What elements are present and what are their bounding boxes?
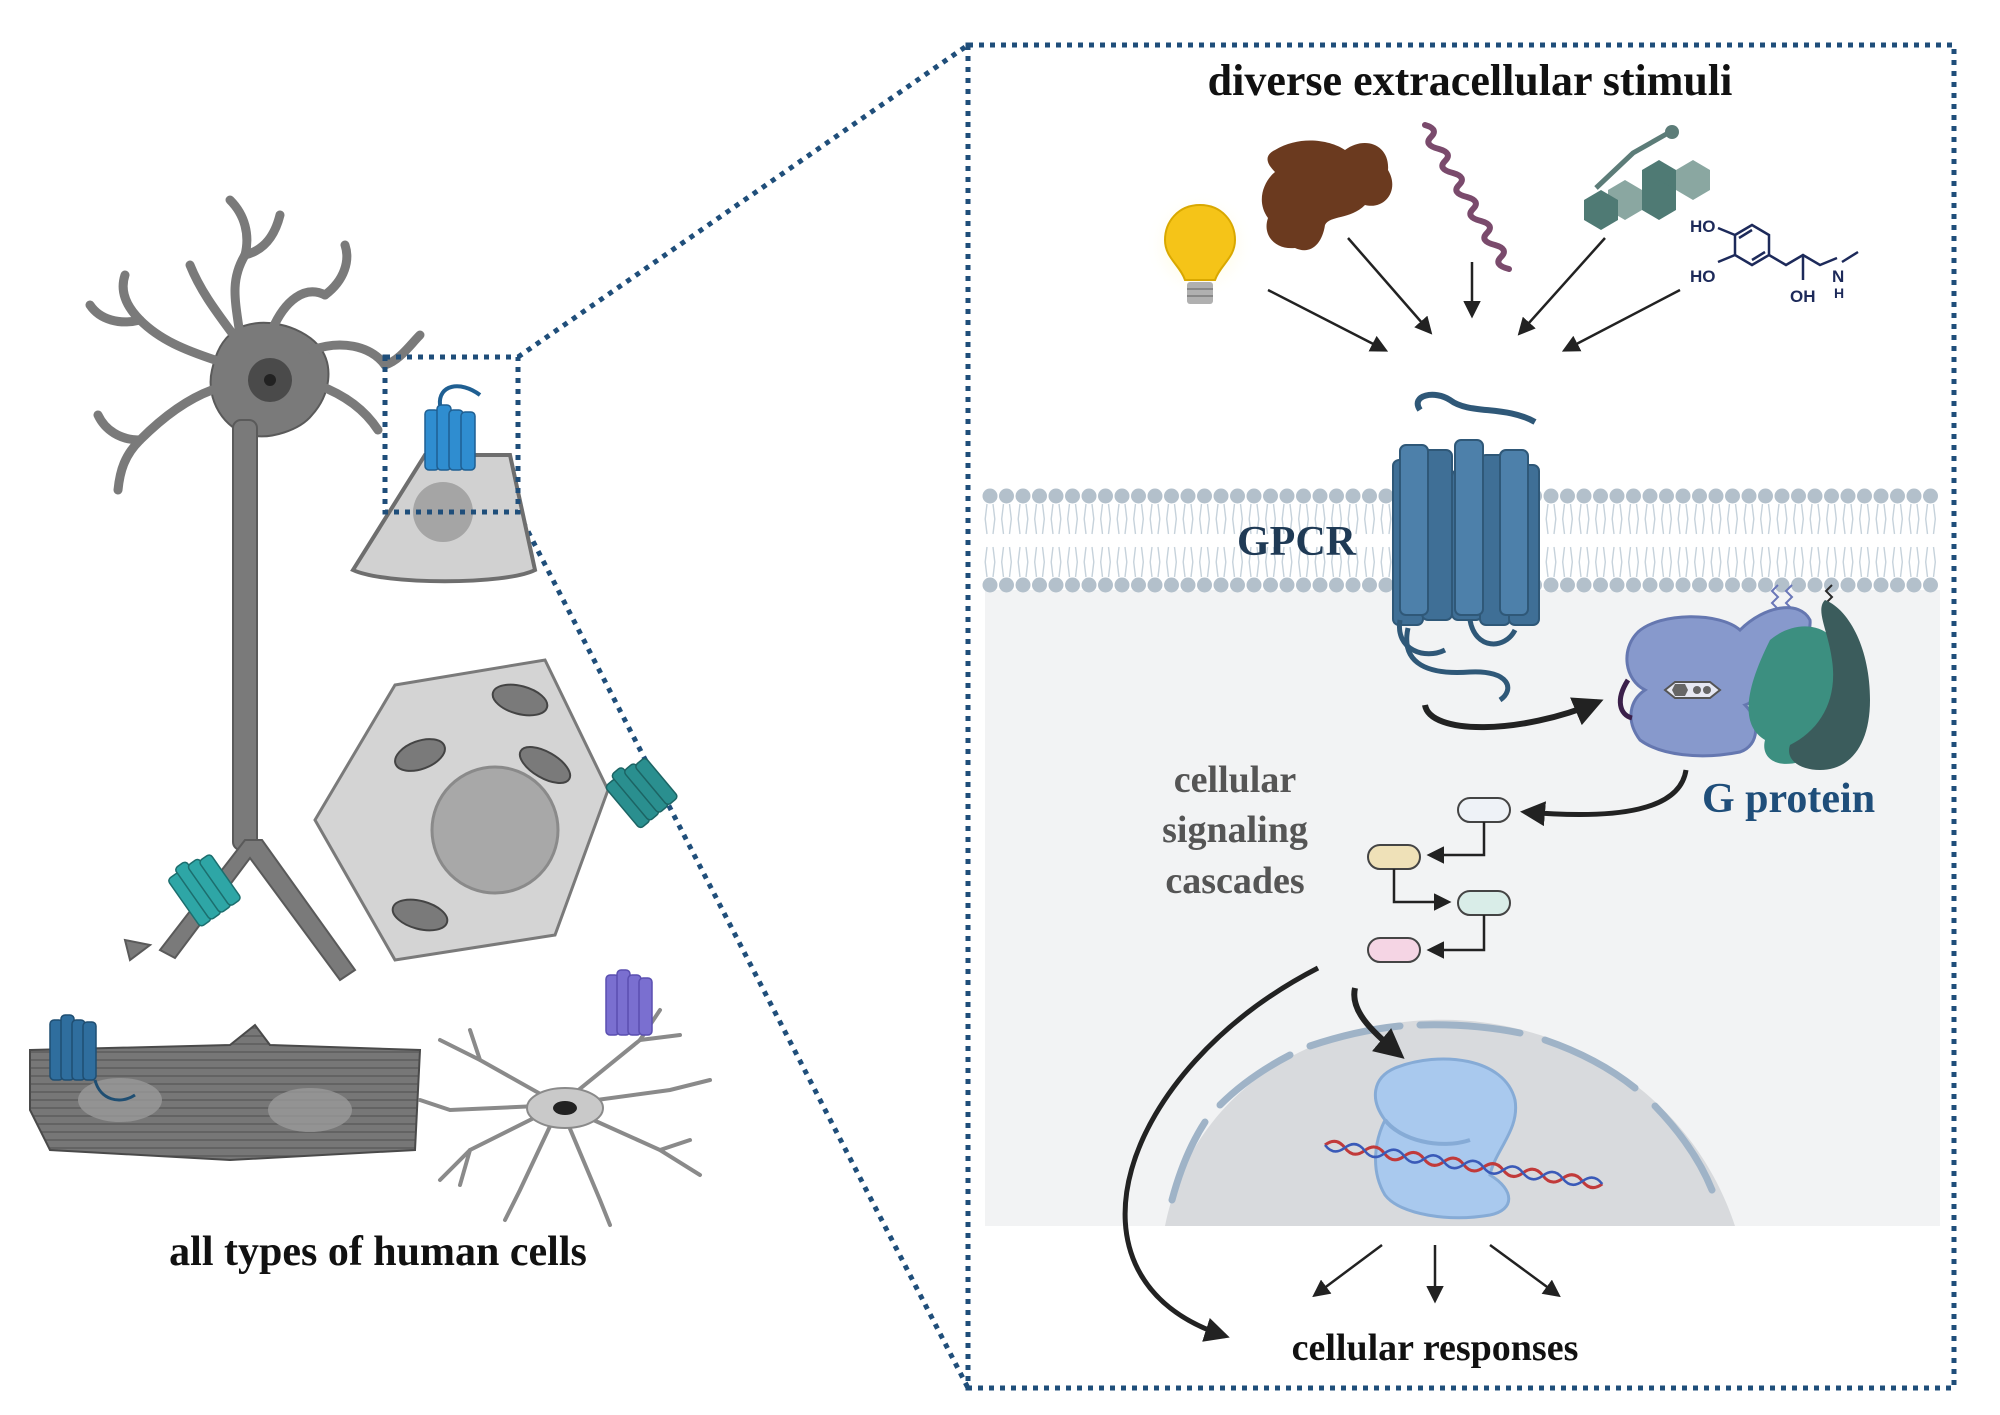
peptide-helix-icon <box>1422 122 1512 272</box>
cascade-pill-1 <box>1457 797 1511 823</box>
gpcr-mini-icon-4 <box>49 1014 136 1102</box>
zoom-source-box <box>382 354 521 515</box>
nucleus-output-arrows <box>1312 1243 1561 1304</box>
molecule-label-oh: OH <box>1790 287 1816 306</box>
molecule-label-ho-top: HO <box>1690 217 1716 236</box>
hepatocyte-nucleus <box>430 765 560 895</box>
gpcr-to-gprotein-arrow <box>1422 697 1604 731</box>
g-protein-icon <box>1617 584 1870 770</box>
molecule-label-n: N <box>1832 267 1844 286</box>
cascade-pill-4 <box>1367 937 1421 963</box>
neuron-dendrites <box>85 195 425 495</box>
dna-strand-icon-2 <box>1324 1142 1604 1187</box>
gpcr-mini-icon-2 <box>605 757 678 829</box>
molecule-label-ho-left: HO <box>1690 267 1716 286</box>
astrocyte-nucleus <box>553 1101 577 1115</box>
cascade-label-line1: cellular <box>1174 759 1297 801</box>
cascade-pill-2 <box>1367 844 1421 870</box>
astrocyte-cell-icon <box>418 1008 712 1227</box>
cascade-label-line2: signaling <box>1162 809 1308 851</box>
g-protein-label: G protein <box>1702 776 1875 822</box>
cascade-to-nucleus-arrow <box>1351 987 1405 1059</box>
zoom-panel-frame <box>965 42 1957 1391</box>
gpcr-receptor-icon <box>1392 391 1540 703</box>
cascade-arrows <box>1392 822 1486 959</box>
gpcr-label: GPCR <box>1237 519 1357 565</box>
mitochondria-icons <box>391 683 572 932</box>
protein-blob-icon <box>1261 140 1393 251</box>
cascade-label-line3: cascades <box>1165 860 1304 902</box>
cascade-pill-3 <box>1457 890 1511 916</box>
epinephrine-structure-icon <box>1717 223 1859 280</box>
zoom-line-top <box>516 42 970 360</box>
stimuli-arrows <box>1267 237 1681 352</box>
hexagon-molecule-icon <box>1584 125 1710 230</box>
muscle-nucleus-2 <box>268 1088 352 1132</box>
light-bulb-icon <box>1145 190 1255 304</box>
molecule-label-h: H <box>1834 285 1844 301</box>
neuron-nucleolus <box>264 374 276 386</box>
cascade-to-responses-arrow <box>1122 965 1320 1342</box>
gprotein-to-cascade-arrow <box>1520 769 1689 827</box>
stimuli-title: diverse extracellular stimuli <box>1208 56 1733 105</box>
transcription-complex-icon <box>1373 1057 1518 1220</box>
gpcr-mini-icon-5 <box>605 969 653 1036</box>
gpcr-mini-icon-1 <box>424 384 482 471</box>
cell-types-label: all types of human cells <box>169 1229 587 1275</box>
gpcr-mini-icon-3 <box>168 854 241 927</box>
responses-label: cellular responses <box>1292 1327 1579 1369</box>
nuclear-envelope <box>1168 1021 1716 1204</box>
